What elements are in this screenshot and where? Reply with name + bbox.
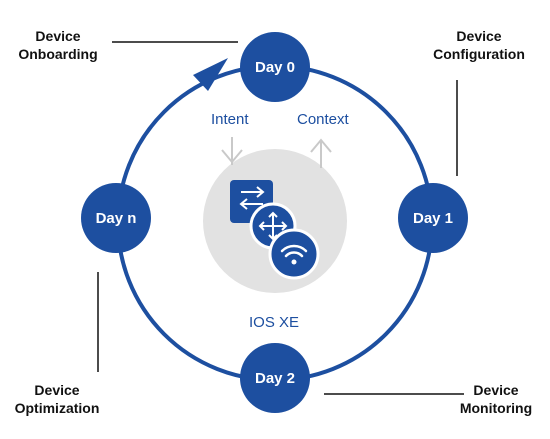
configuration-line2: Configuration [433,46,525,62]
configuration-line1: Device [456,28,502,44]
monitoring-line1: Device [473,382,519,398]
optimization-line2: Optimization [14,400,100,416]
day0-node: Day 0 [240,32,310,102]
wifi-icon [268,228,320,280]
optimization-label: Device Optimization [2,381,112,417]
onboarding-line1: Device [35,28,81,44]
onboarding-line2: Onboarding [18,46,98,62]
monitoring-line2: Monitoring [459,400,533,416]
optimization-line1: Device [34,382,80,398]
monitoring-label: Device Monitoring [448,381,544,417]
os-label: IOS XE [249,314,300,331]
day2-node: Day 2 [240,343,310,413]
day1-node: Day 1 [398,183,468,253]
intent-arrow [221,137,243,165]
dayn-node: Day n [81,183,151,253]
intent-label: Intent [211,111,249,128]
onboarding-label: Device Onboarding [9,27,107,63]
context-arrow [310,138,332,168]
context-label: Context [297,111,349,128]
configuration-label: Device Configuration [420,27,538,63]
cycle-arrowhead [193,58,228,91]
